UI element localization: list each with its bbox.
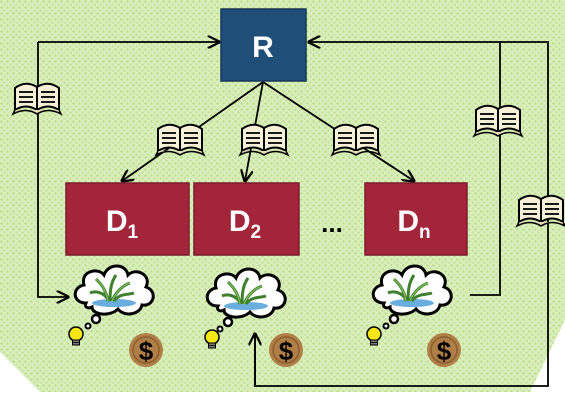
node-d2-label: D: [229, 205, 251, 238]
coin-symbol: $: [279, 336, 294, 366]
dollar-coin-icon: $: [268, 332, 304, 368]
coin-symbol: $: [139, 336, 154, 366]
node-d2: D2: [193, 182, 300, 256]
dollar-coin-icon: $: [128, 332, 164, 368]
node-dn-label: D: [397, 205, 419, 238]
node-dn-subscript: n: [419, 222, 431, 243]
root-label: R: [252, 31, 274, 64]
node-d1-label: D: [106, 205, 128, 238]
dollar-coin-icon: $: [426, 332, 462, 368]
node-d1: D1: [65, 182, 190, 256]
feedback-right-inner-line: [309, 42, 501, 296]
connector-lines: [37, 42, 549, 387]
root-node: R: [220, 8, 307, 82]
svg-text:Dn: Dn: [397, 205, 430, 243]
svg-text:D2: D2: [229, 205, 261, 243]
node-dn: Dn: [364, 182, 468, 256]
svg-text:D1: D1: [106, 205, 139, 243]
coin-symbol: $: [437, 336, 452, 366]
node-d2-subscript: 2: [251, 222, 262, 243]
node-d1-subscript: 1: [128, 222, 139, 243]
ellipsis-label: ...: [321, 208, 343, 238]
feedback-left-line: [37, 42, 68, 297]
